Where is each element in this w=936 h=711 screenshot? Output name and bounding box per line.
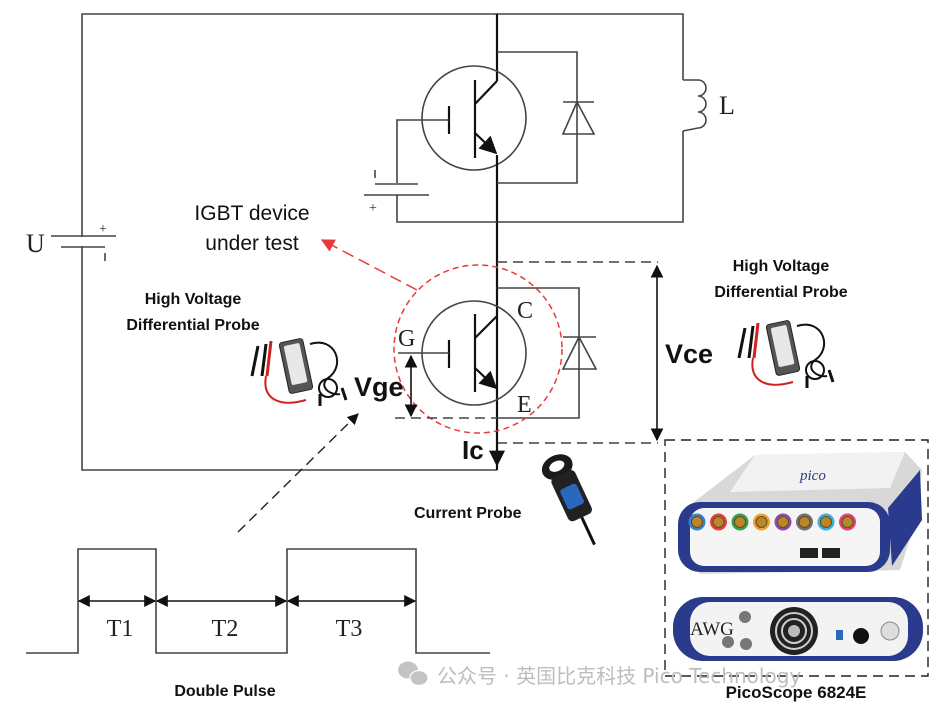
supply-label: U (26, 229, 45, 258)
bnc-connector (820, 516, 832, 528)
wechat-icon (398, 661, 429, 687)
gate-supply-plus-sign: + (369, 201, 377, 216)
bnc-connector (798, 516, 811, 528)
scope-brand-logo: pico (799, 468, 826, 484)
channel-connectors (688, 513, 856, 531)
t3-label: T3 (336, 616, 363, 642)
inductor-loop: L (497, 13, 735, 223)
dut-label-line1: IGBT device (194, 202, 309, 225)
bnc-connector (739, 611, 751, 623)
supply-plus-sign: + (99, 222, 107, 237)
double-pulse-waveform: T1 T2 T3 Double Pulse (26, 548, 490, 700)
hv-probe-left-label-line2: Differential Probe (126, 317, 259, 334)
inductor-label: L (719, 91, 735, 120)
collector-label: C (517, 298, 533, 324)
ic-label: Ic (462, 435, 484, 465)
watermark: 公众号 · 英国比克科技 Pico Technology (398, 661, 801, 688)
usb-port (836, 630, 843, 640)
scope-name-label: PicoScope 6824E (726, 683, 867, 702)
differential-probe-image (250, 338, 348, 406)
hv-probe-left-label-line1: High Voltage (145, 291, 242, 308)
picoscope-rear-image: AWG (673, 597, 923, 661)
bnc-connector (740, 638, 752, 650)
ground-terminal (880, 621, 900, 641)
hv-probe-left: High Voltage Differential Probe (126, 291, 348, 406)
current-probe: Current Probe (414, 454, 596, 546)
differential-probe-image (737, 320, 835, 388)
gate-label: G (398, 326, 415, 352)
picoscope-panel: pico AWG PicoScope 682 (664, 439, 929, 702)
dut-igbt: G C E (398, 287, 598, 419)
vce-measurement: Vce (497, 261, 713, 444)
emitter-label: E (517, 392, 532, 418)
dut-label-line2: under test (205, 232, 299, 255)
current-clamp-image (541, 454, 596, 546)
vge-measurement: Vge (237, 354, 497, 533)
current-probe-label: Current Probe (414, 505, 522, 522)
t1-label: T1 (107, 616, 134, 642)
upper-igbt (396, 14, 596, 470)
gate-bias-battery: + (364, 170, 497, 223)
hv-probe-right: High Voltage Differential Probe (714, 258, 848, 388)
vge-label: Vge (354, 372, 404, 402)
hv-probe-right-label-line1: High Voltage (733, 258, 830, 275)
dut-highlight: IGBT device under test (194, 202, 563, 434)
t2-label: T2 (212, 616, 239, 642)
bnc-connector (691, 516, 703, 528)
vce-label: Vce (665, 339, 713, 369)
hv-probe-right-label-line2: Differential Probe (714, 284, 847, 301)
double-pulse-title: Double Pulse (174, 683, 275, 700)
fan-grille (770, 607, 818, 655)
bnc-connector (722, 636, 734, 648)
bnc-connector (712, 516, 725, 528)
bnc-connector (734, 516, 746, 528)
bnc-connector (841, 516, 854, 528)
awg-label: AWG (690, 619, 734, 640)
picoscope-front-image: pico (678, 452, 922, 574)
dc-supply-u: U + (26, 222, 116, 261)
ic-measurement: Ic (462, 435, 505, 467)
bnc-connector (777, 516, 789, 528)
power-socket (853, 628, 869, 644)
bnc-connector (755, 516, 768, 528)
watermark-text: 公众号 · 英国比克科技 Pico Technology (437, 664, 801, 688)
